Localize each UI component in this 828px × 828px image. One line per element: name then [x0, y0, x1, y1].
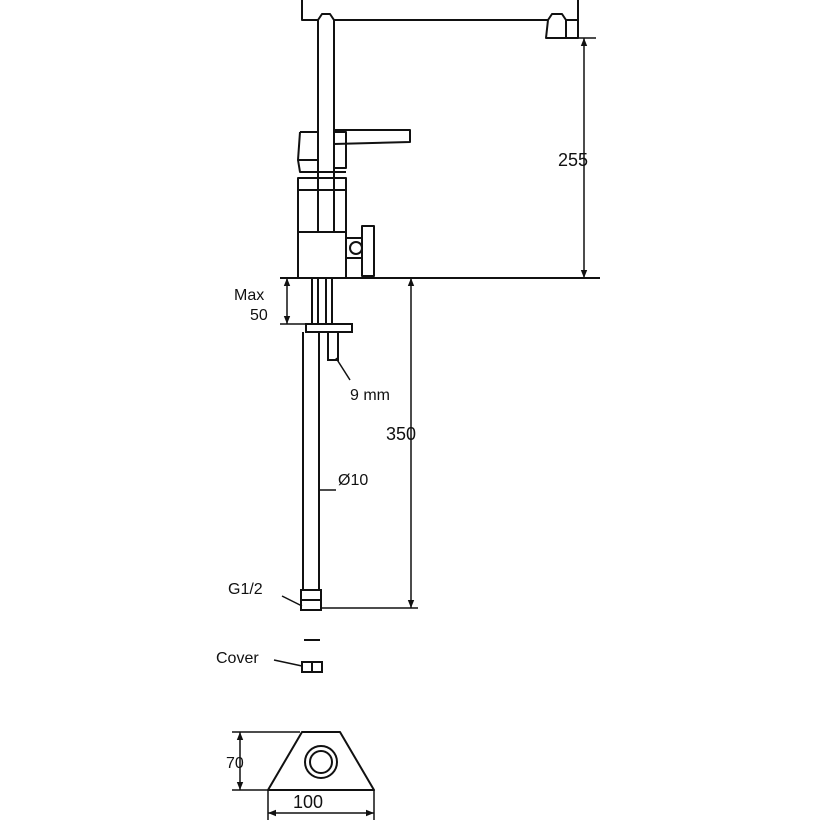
leader-cover — [273, 659, 303, 667]
underside-assembly — [300, 277, 353, 673]
leader-g12 — [281, 595, 303, 607]
label-base-width: 100 — [293, 792, 323, 812]
main-body — [297, 177, 347, 279]
spout-arm — [301, 0, 579, 21]
mounting-nut — [305, 323, 353, 333]
label-max-value: 50 — [250, 307, 268, 324]
label-hose-diameter: Ø10 — [338, 472, 368, 489]
threaded-stud — [311, 277, 333, 325]
lever-handle — [333, 129, 411, 145]
base-hole-inner — [309, 750, 333, 774]
spout-outlet — [545, 19, 579, 39]
base-hole-outer — [304, 745, 338, 779]
leader-9mm — [335, 357, 351, 381]
side-knob — [346, 237, 362, 259]
label-spout-height: 255 — [558, 150, 588, 170]
base-dimensions — [232, 731, 375, 820]
connector-pin — [327, 331, 339, 361]
faucet-side-view — [297, 0, 579, 279]
label-thread: G1/2 — [228, 581, 263, 598]
dimension-lines — [273, 37, 596, 667]
labels: 255 Max 50 9 mm 350 Ø10 G1/2 Cover 70 10… — [216, 150, 588, 812]
label-base-depth: 70 — [226, 755, 244, 772]
upper-body — [297, 131, 347, 169]
label-cover: Cover — [216, 650, 259, 667]
base-top-view — [267, 731, 375, 791]
label-hose-length: 350 — [386, 424, 416, 444]
label-pin: 9 mm — [350, 387, 390, 404]
label-max: Max — [234, 287, 264, 304]
base-outline — [267, 731, 375, 791]
